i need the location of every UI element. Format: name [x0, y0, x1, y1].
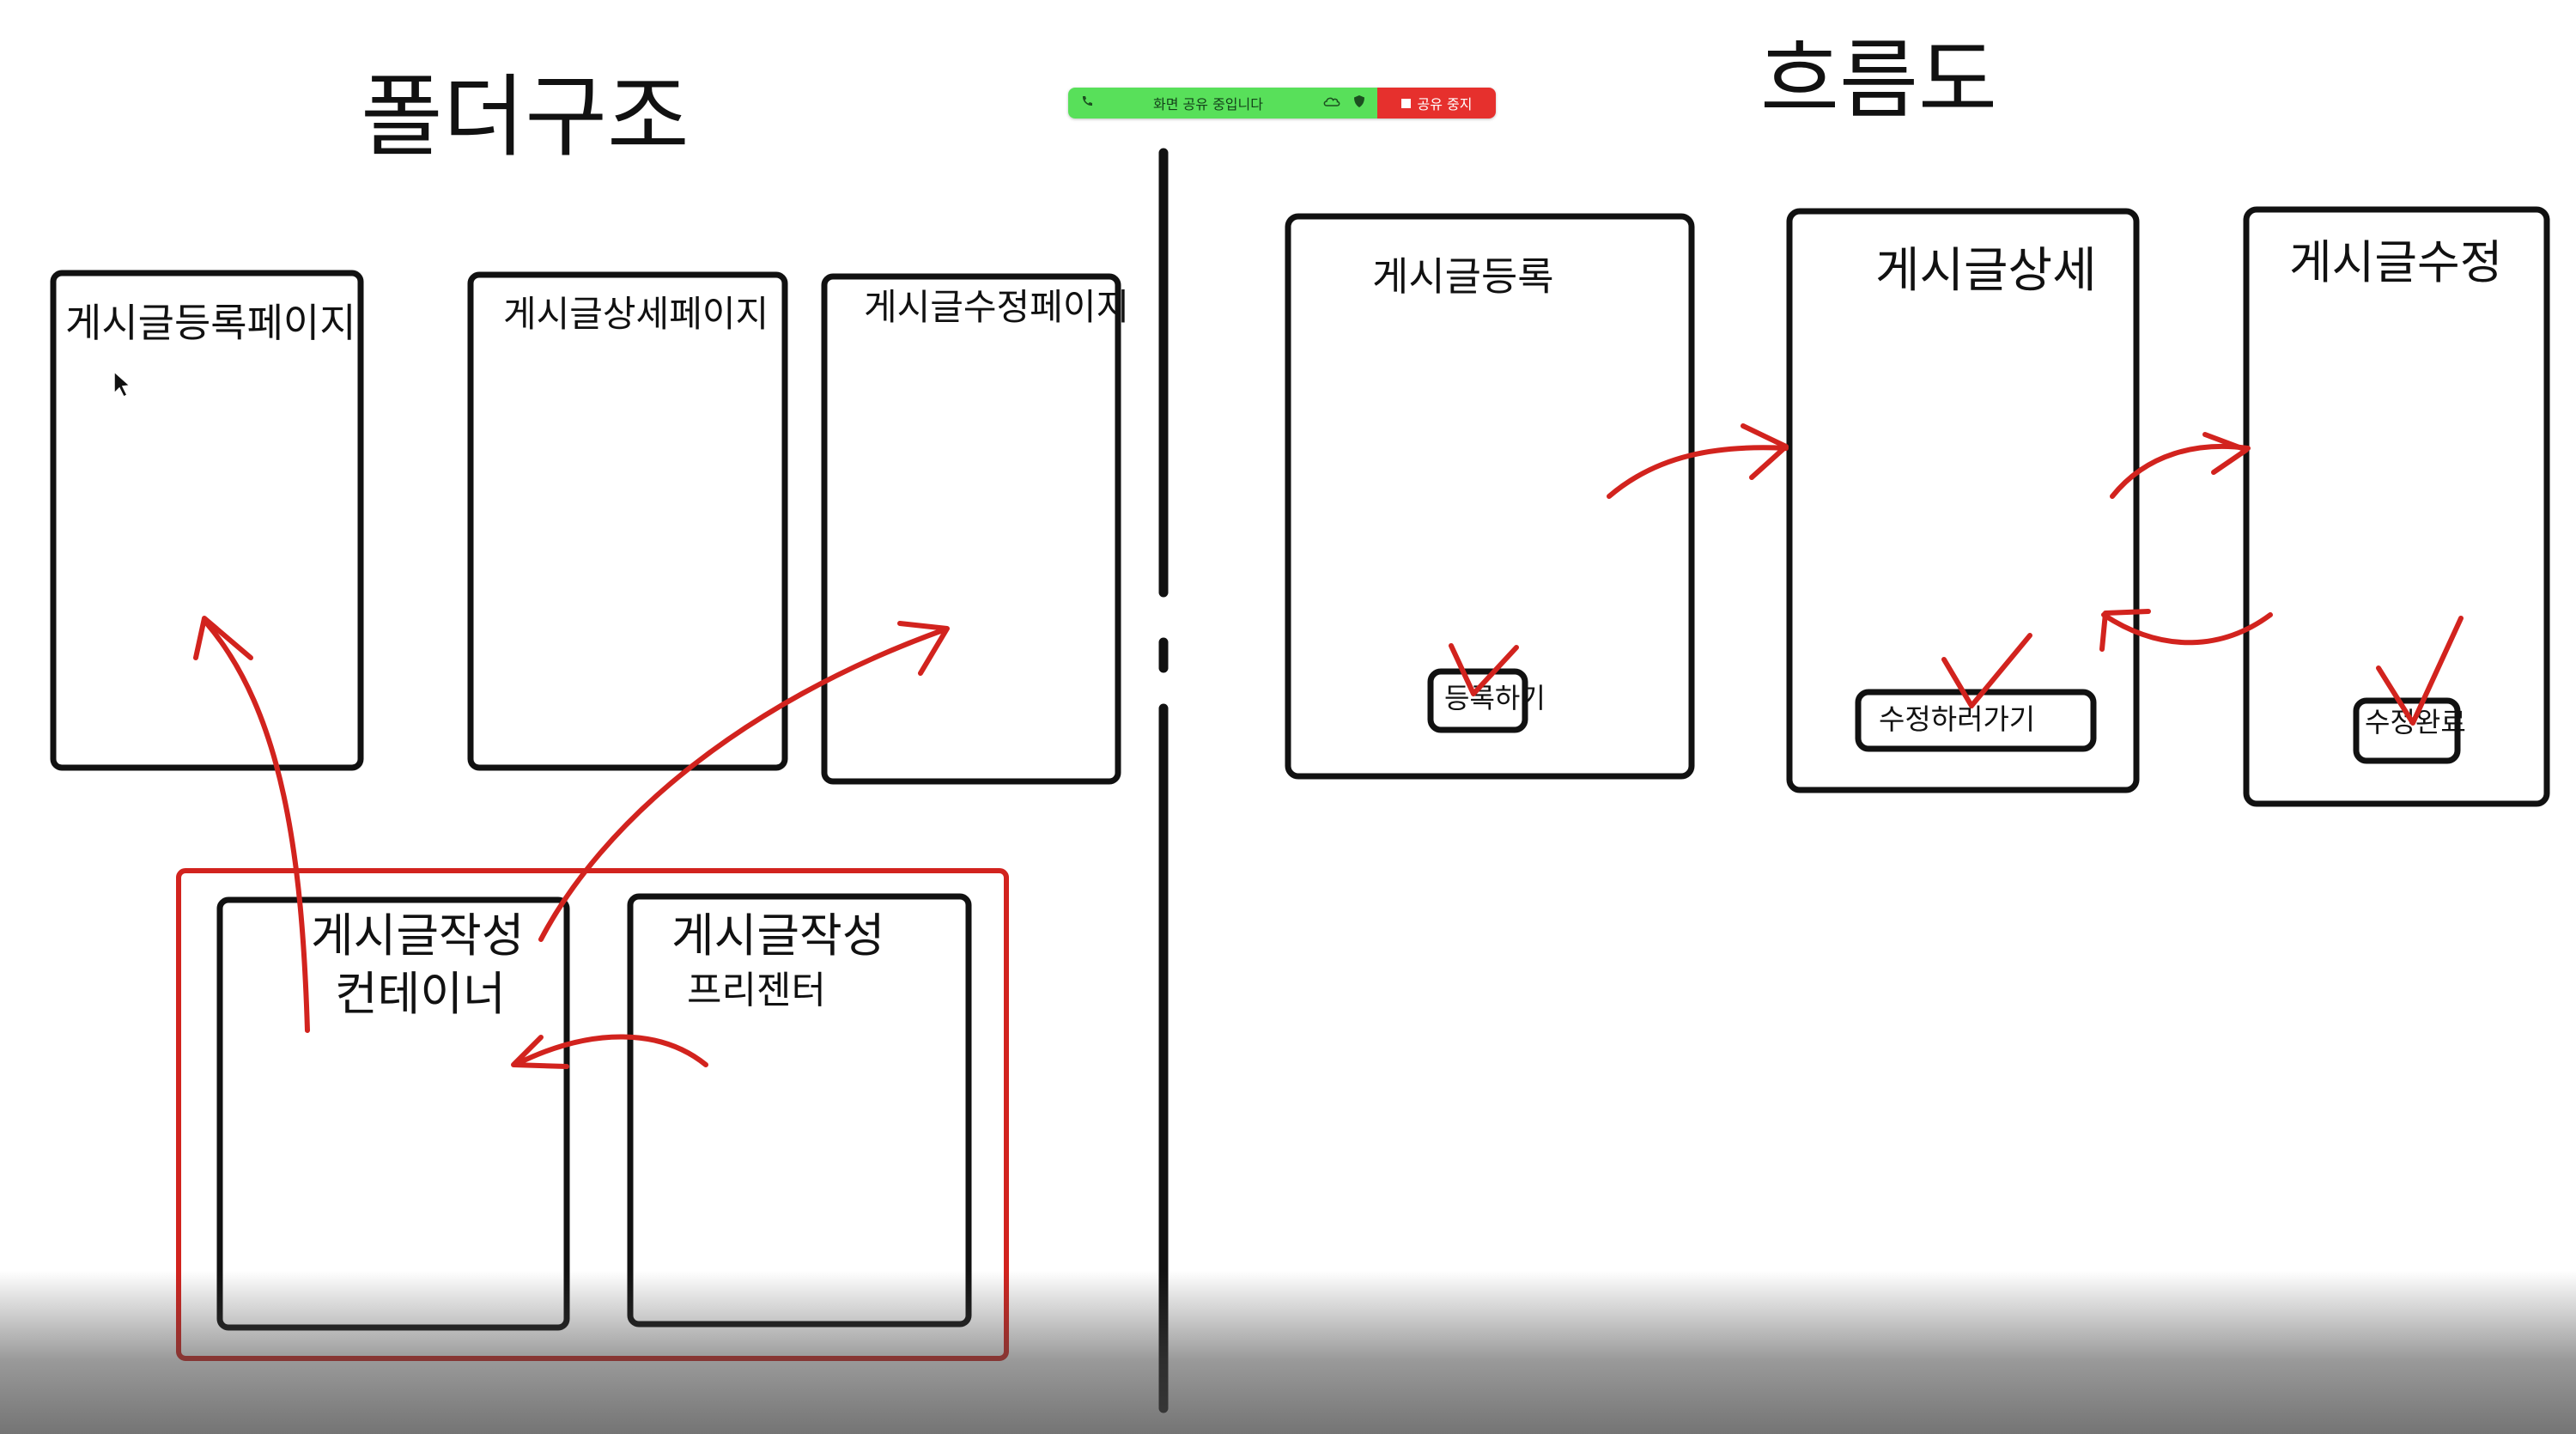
mouse-cursor-icon [113, 370, 131, 398]
go-to-edit-button[interactable] [1855, 689, 2097, 752]
flow-screen-detail-label: 게시글상세 [1875, 243, 2097, 299]
flow-screen-edit [2243, 206, 2550, 807]
folder-structure-title: 폴더구조 [361, 64, 690, 169]
register-button-label: 등록하기 [1444, 682, 1546, 714]
arrow-edit-to-detail-head [2099, 609, 2151, 652]
phone-icon [1080, 94, 1094, 112]
flow-screen-register-label: 게시글등록 [1372, 253, 1554, 300]
register-button[interactable] [1427, 668, 1528, 733]
check-mark-register [1449, 643, 1519, 696]
arrow-container-to-edit-page [538, 628, 945, 942]
page-box-detail [467, 271, 788, 771]
arrow-presenter-to-container [516, 1034, 708, 1067]
arrow-register-to-detail [1607, 445, 1789, 499]
flow-screen-detail [1786, 208, 2140, 793]
edit-complete-button[interactable] [2353, 697, 2461, 764]
screen-share-message: 화면 공유 중입니다 [1153, 96, 1263, 112]
arrow-detail-to-edit [2110, 443, 2251, 499]
go-to-edit-button-label: 수정하러가기 [1879, 702, 2035, 736]
page-box-register [50, 270, 364, 771]
stop-share-label: 공유 중지 [1417, 96, 1473, 112]
presenter-label-line1: 게시글작성 [671, 908, 884, 963]
arrow-container-to-edit-page-head [897, 621, 950, 676]
page-label-edit: 게시글수정페이지 [864, 286, 1129, 328]
container-label-line1: 게시글작성 [311, 908, 524, 963]
flow-screen-register [1285, 213, 1695, 780]
page-label-detail: 게시글상세페이지 [503, 293, 769, 335]
arrow-register-to-detail-head [1741, 423, 1789, 480]
arrow-presenter-to-container-head [511, 1035, 569, 1069]
page-box-edit [821, 273, 1121, 785]
page-label-register: 게시글등록페이지 [65, 300, 356, 346]
container-label-line2: 컨테이너 [335, 967, 506, 1021]
stop-icon [1400, 98, 1411, 108]
container-box [216, 896, 570, 1331]
stop-share-button[interactable]: 공유 중지 [1377, 88, 1496, 118]
check-mark-edit-complete [2376, 616, 2464, 726]
screen-share-indicator: 화면 공유 중입니다 공유 중지 [1068, 88, 1496, 118]
screen-share-status: 화면 공유 중입니다 [1068, 88, 1377, 118]
arrow-edit-to-detail [2101, 612, 2273, 646]
flow-screen-edit-label: 게시글수정 [2289, 235, 2502, 289]
cloud-icon[interactable] [1322, 94, 1341, 112]
presenter-label-line2: 프리젠터 [687, 969, 826, 1012]
flow-diagram-title: 흐름도 [1760, 30, 1997, 131]
arrow-detail-to-edit-head [2202, 432, 2249, 475]
check-mark-go-to-edit [1941, 633, 2032, 708]
arrow-container-to-register-page-head [193, 616, 253, 660]
shield-icon[interactable] [1353, 94, 1365, 112]
arrow-container-to-register-page [204, 620, 310, 1033]
